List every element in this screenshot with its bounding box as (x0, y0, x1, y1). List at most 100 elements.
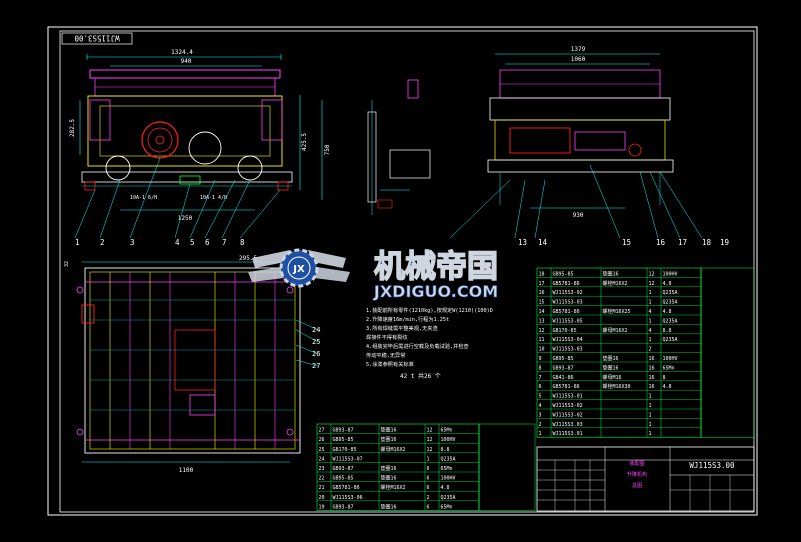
bom-cell-qty: 12 (427, 428, 433, 434)
bom-cell-qty: 1 (649, 431, 652, 437)
bom-cell-no: 3 (539, 412, 542, 418)
dim-plan-top: 295.5 (239, 255, 257, 262)
bom-cell-name: 垫圈16 (381, 475, 397, 482)
bom-cell-code: GB95-85 (553, 271, 574, 277)
bom-cell-name: 垫圈16 (603, 364, 619, 371)
bom-cell-name: 垫圈16 (603, 355, 619, 362)
bom-cell-no: 6 (539, 384, 542, 390)
bom-cell-qty: 12 (649, 281, 655, 287)
bom-cell-no: 9 (539, 356, 542, 362)
balloon-label: 3 (130, 238, 135, 247)
bom-cell-qty: 1 (649, 412, 652, 418)
bom-cell-qty: 4 (649, 328, 652, 334)
bom-cell-name: 垫圈16 (381, 427, 397, 434)
sheet-label-a: 装配图 (629, 460, 644, 467)
bom-cell-mat: Q235A (663, 318, 678, 324)
bom-cell-mat: 65Mn (663, 365, 675, 371)
bom-cell-mat: 100HV (441, 476, 456, 482)
tech-note-line: 5.涂漆参照有关标准 (366, 360, 414, 368)
dim-side-overall: 1379 (571, 46, 586, 53)
bom-cell-qty: 1 (649, 394, 652, 400)
bom-cell-mat: 100HV (441, 437, 456, 443)
balloon-label: 18 (702, 238, 712, 247)
dim-front-overall: 1324.4 (171, 49, 193, 56)
bom-cell-qty: 6 (427, 485, 430, 491)
bom-cell-mat: Q235A (663, 290, 678, 296)
watermark-title: 机械帝国 (374, 249, 498, 285)
dim-plan-left: 32 (64, 261, 70, 267)
dim-front-height-right1: 425.5 (301, 133, 308, 151)
tech-note-line: 2.升降速度16m/min,行程为1.25t (366, 315, 449, 323)
bom-cell-code: WJ115S3-07 (333, 456, 363, 462)
code-stamp-text: WJ115S3.00 (74, 34, 120, 43)
bom-cell-mat: 8.8 (441, 447, 450, 453)
bom-cell-code: WJ115S3-05 (553, 318, 583, 324)
bom-cell-qty: 1 (427, 456, 430, 462)
tech-note-line: 1.装配前所有零件(1210kg),按规定W(1210)(100)D (366, 306, 493, 314)
bom-cell-qty: 12 (427, 437, 433, 443)
bom-cell-qty: 6 (427, 504, 430, 510)
bom-cell-qty: 6 (427, 466, 430, 472)
bom-cell-mat: 65Mn (441, 504, 453, 510)
bom-cell-mat: 4.8 (663, 309, 672, 315)
bom-cell-mat: 4.8 (663, 281, 672, 287)
bom-cell-qty: 16 (649, 384, 655, 390)
bom-cell-code: GB95-85 (553, 356, 574, 362)
bom-cell-qty: 1 (649, 300, 652, 306)
bom-cell-mat: 65Mn (441, 466, 453, 472)
bom-cell-mat: 65Mn (441, 428, 453, 434)
dim-front-height-left: 282.5 (69, 119, 76, 137)
bom-cell-no: 12 (539, 328, 545, 334)
dim-front-inner: 940 (181, 58, 192, 65)
bom-cell-code: GB5781-86 (553, 309, 580, 315)
note-front-b: 10A-1 4/H (200, 195, 227, 201)
code-stamp: WJ115S3.00 (61, 32, 133, 45)
bom-cell-no: 5 (539, 394, 542, 400)
bom-cell-no: 27 (319, 428, 325, 434)
front-view: 1324.4 940 282.5 425.5 750 1250 10A-1 6/… (69, 49, 331, 239)
bom-cell-name: 垫圈16 (381, 465, 397, 472)
bom-cell-code: GB170-85 (333, 447, 357, 453)
balloon-label: 26 (312, 350, 320, 358)
bom-cell-no: 1 (539, 431, 542, 437)
bom-cell-qty: 1 (649, 403, 652, 409)
balloon-label: 15 (622, 238, 631, 247)
bom-cell-code: GB170-85 (553, 328, 577, 334)
dim-side-inner: 1060 (571, 56, 586, 63)
tech-note-line: 焊接件不得有裂纹 (366, 333, 408, 341)
bom-cell-code: GB5781-86 (333, 485, 360, 491)
watermark-logo: JX (248, 248, 350, 288)
balloon-label: 8 (240, 238, 245, 247)
bom-cell-code: GB93-87 (333, 504, 354, 510)
bom-cell-code: GB41-86 (553, 375, 574, 381)
balloon-label: 14 (538, 238, 548, 247)
bom-cell-qty: 2 (649, 347, 652, 353)
bom-cell-qty: 1 (649, 318, 652, 324)
bom-cell-name: 垫圈16 (381, 503, 397, 510)
sheet-label-b: 升降机构 (627, 471, 647, 478)
bom-cell-no: 25 (319, 447, 325, 453)
bom-cell-no: 13 (539, 318, 545, 324)
bom-cell-mat: 4.8 (663, 384, 672, 390)
balloon-label: 13 (518, 238, 527, 247)
bom-cell-no: 26 (319, 437, 325, 443)
bom-cell-name: 螺母M16X2 (381, 446, 406, 453)
bom-cell-qty: 1 (649, 290, 652, 296)
bom-cell-code: WJ115S3-03 (553, 300, 583, 306)
watermark-logo-letters: JX (292, 264, 305, 275)
bom-cell-name: 螺栓M16X25 (603, 308, 631, 315)
bom-cell-mat: 100HV (663, 271, 678, 277)
bom-cell-code: WJ115S3-06 (333, 495, 363, 501)
balloon-label: 24 (312, 326, 320, 334)
title-block: WJ115S3.00 装配图 升降机构 总图 (536, 446, 755, 512)
tech-note-line: 3.所有焊缝需平整美观,无夹渣 (366, 324, 438, 332)
bom-cell-qty: 6 (427, 476, 430, 482)
balloon-label: 27 (312, 362, 320, 370)
bom-cell-no: 4 (539, 403, 542, 409)
bom-cell-no: 7 (539, 375, 542, 381)
bom-cell-no: 22 (319, 476, 325, 482)
bom-cell-no: 2 (539, 422, 542, 428)
bom-cell-code: WJ115S3.01 (553, 431, 583, 437)
